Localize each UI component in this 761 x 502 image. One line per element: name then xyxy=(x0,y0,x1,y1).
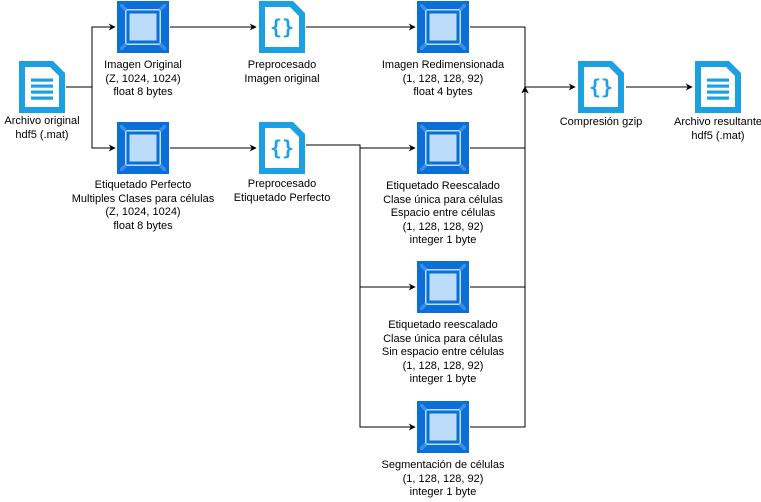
label-line: Multiples Clases para células xyxy=(71,192,215,205)
label-line: integer 1 byte xyxy=(409,373,477,385)
label-line: Imagen Original xyxy=(104,59,182,71)
label-line: (Z, 1024, 1024) xyxy=(105,206,181,218)
label-line: Segmentación de células xyxy=(381,459,505,471)
label-line: (1, 128, 128, 92) xyxy=(402,72,484,85)
etiq-reesc-espacio-cube-icon xyxy=(417,122,469,174)
label-line: Etiquetado reescalado xyxy=(388,319,498,331)
label-line: integer 1 byte xyxy=(409,234,477,246)
edges xyxy=(66,23,693,431)
label-line: Preprocesado xyxy=(247,59,317,71)
label-line: Sin espacio entre células xyxy=(381,346,505,358)
imagen-original-cube-icon xyxy=(117,1,169,53)
imagen-redim-cube-icon xyxy=(417,1,469,53)
label-imagen-redim: Imagen Redimensionada(1, 128, 128, 92)fl… xyxy=(382,59,504,100)
label-segmentacion: Segmentación de células(1, 128, 128, 92)… xyxy=(382,459,505,500)
edge-preproc-to-segmentacion xyxy=(359,287,416,431)
etiq-reesc-sin-espacio-cube-icon xyxy=(417,261,469,313)
label-line: Clase única para células xyxy=(383,193,503,206)
label-line: Etiquetado Reescalado xyxy=(386,180,500,192)
segmentacion-cube-icon xyxy=(417,401,469,453)
label-line: float 4 bytes xyxy=(413,86,473,98)
label-line: Preprocesado xyxy=(247,178,317,190)
etiquetado-perfecto-cube-icon xyxy=(117,122,169,174)
label-line: Imagen original xyxy=(244,72,320,85)
label-line: Archivo resultante xyxy=(673,116,761,128)
label-line: float 8 bytes xyxy=(113,86,173,98)
label-line: float 8 bytes xyxy=(113,219,173,232)
label-line: Clase única para células xyxy=(383,332,503,345)
label-imagen-original: Imagen Original(Z, 1024, 1024)float 8 by… xyxy=(104,59,182,100)
svg-text:{}: {} xyxy=(270,15,294,39)
icons: {} {} {} xyxy=(19,1,741,453)
preproc-etiquetado-code-braces-icon: {} xyxy=(259,122,305,174)
label-line: (Z, 1024, 1024) xyxy=(105,72,181,85)
label-line: Imagen Redimensionada xyxy=(381,59,505,71)
svg-text:{}: {} xyxy=(270,136,294,160)
edge-redim-to-compresion xyxy=(470,26,576,91)
label-line: Espacio entre células xyxy=(390,207,496,219)
svg-text:{}: {} xyxy=(589,75,613,99)
label-line: integer 1 byte xyxy=(409,486,477,498)
label-line: (1, 128, 128, 92) xyxy=(402,359,484,372)
label-line: Etiquetado Perfecto xyxy=(233,191,331,204)
label-line: (1, 128, 128, 92) xyxy=(402,472,484,485)
edge-archivo-to-etiquetado xyxy=(66,86,116,152)
label-line: Etiquetado Perfecto xyxy=(94,179,192,191)
label-line: Archivo original xyxy=(4,115,80,127)
label-line: (1, 128, 128, 92) xyxy=(402,220,484,233)
label-line: hdf5 (.mat) xyxy=(691,129,745,142)
label-compresion: Compresión gzip xyxy=(560,116,643,130)
compresion-code-braces-icon: {} xyxy=(578,61,624,113)
archivo-resultante-document-icon xyxy=(695,61,741,113)
archivo-original-document-icon xyxy=(19,61,65,113)
preproc-imagen-code-braces-icon: {} xyxy=(259,1,305,53)
edge-segmentacion-to-compresion xyxy=(470,86,529,428)
label-line: Compresión gzip xyxy=(559,116,643,128)
label-line: hdf5 (.mat) xyxy=(15,128,69,141)
